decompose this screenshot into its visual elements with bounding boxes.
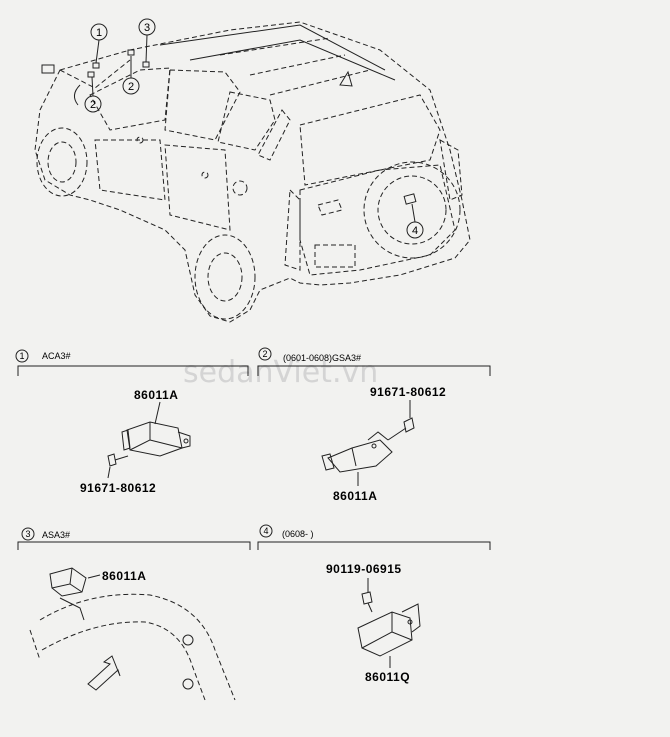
section-1-part-86011a: 86011A [134,388,178,402]
watermark: sedanViet.vn [183,355,378,390]
vehicle-illustration [34,21,471,323]
section-2-part-86011a: 86011A [333,489,377,503]
section-3-bracket [29,593,236,701]
section-4-label: (0608- ) [282,529,314,539]
callout-1: 1 [90,23,108,64]
section-3-number: 3 [25,529,30,539]
section-1: 1 ACA3# 86011A 91671-80612 [15,349,249,495]
section-4-part-90119: 90119-06915 [326,562,402,576]
section-4-bolt [361,591,373,613]
section-3: 3 ASA3# 86011A [17,527,251,701]
callout-3-label: 3 [144,22,150,34]
section-3-sensor [49,567,87,597]
callout-3: 3 [138,18,156,63]
section-2-label: (0601-0608)GSA3# [283,353,361,363]
section-1-bolt [107,453,129,467]
callout-4-label: 4 [412,225,418,237]
front-arrow-icon [87,655,121,691]
section-1-sensor [121,421,191,457]
vehicle-callouts: 1 2 3 2 4 [84,18,424,239]
section-3-label: ASA3# [42,530,70,540]
section-2-part-91671: 91671-80612 [370,385,446,399]
callout-2-lower: 2 [84,76,102,113]
callout-2: 2 [122,56,140,95]
section-1-part-91671: 91671-80612 [80,481,156,495]
section-1-label: ACA3# [42,351,71,361]
section-4-sensor [357,603,421,657]
section-2-sensor [321,431,393,473]
section-1-number: 1 [19,351,24,361]
callout-2-label: 2 [128,81,134,93]
callout-1-label: 1 [96,27,102,39]
callout-2-lower-label: 2 [90,99,96,111]
section-2-bolt [387,417,415,441]
callout-4: 4 [406,203,424,239]
section-2: 2 (0601-0608)GSA3# 91671-80612 86011A [257,347,491,503]
section-2-number: 2 [262,349,267,359]
section-4: 4 (0608- ) 90119-06915 86011Q [257,524,491,684]
section-4-part-86011q: 86011Q [365,670,410,684]
section-3-part-86011a: 86011A [102,569,146,583]
section-4-number: 4 [263,526,268,536]
